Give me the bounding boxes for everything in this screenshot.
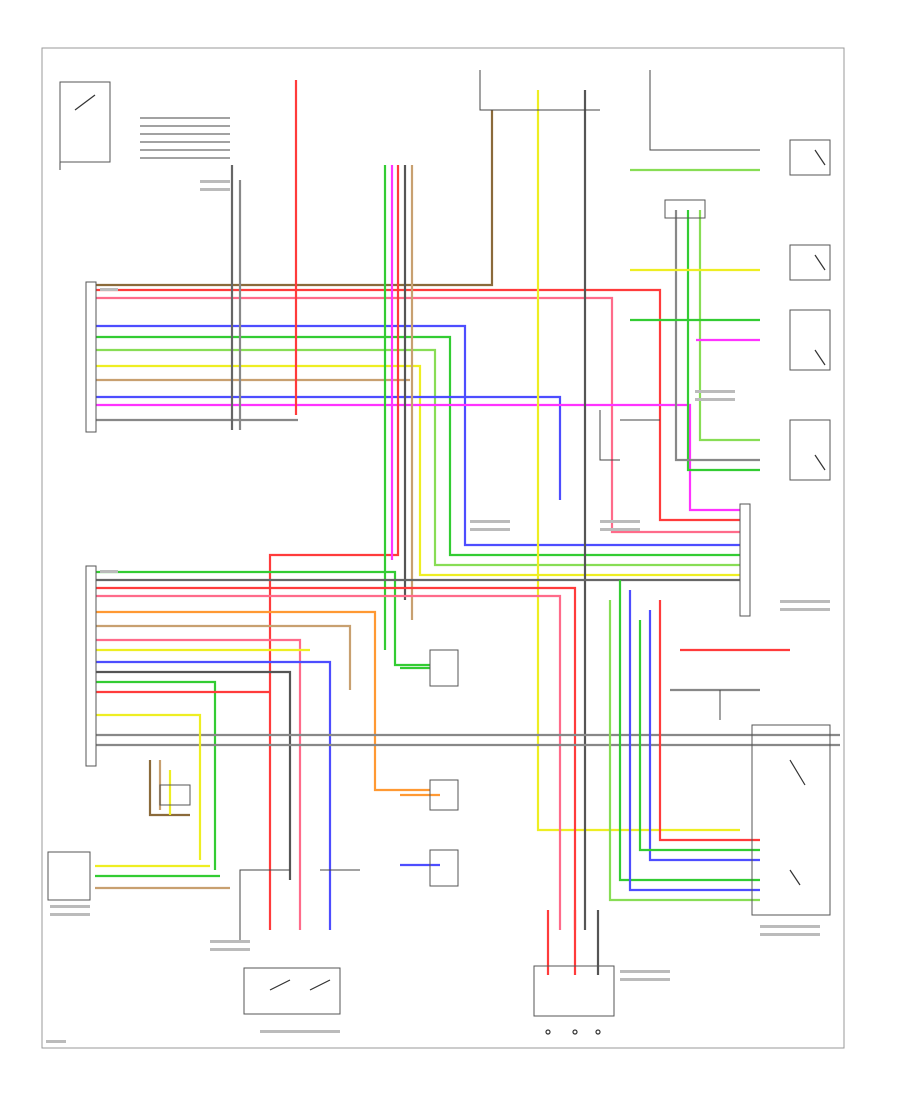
wire-red-center xyxy=(268,165,400,930)
bottom-switch-box xyxy=(243,967,341,1015)
top-left-sensor xyxy=(59,81,111,163)
module-connector xyxy=(47,851,91,901)
sensor-box-1 xyxy=(429,649,459,687)
wire-yellow-top xyxy=(536,90,740,832)
wire-red-lower xyxy=(96,586,577,930)
diagram-frame xyxy=(41,47,845,1049)
relay-box-4 xyxy=(789,419,831,481)
wire-red-lower-right xyxy=(658,600,760,842)
bottom-center-connector xyxy=(533,965,615,1017)
wire-blue-upper-2 xyxy=(96,395,562,500)
wire-blue-upper xyxy=(96,324,740,547)
relay-box-2 xyxy=(789,244,831,281)
wire-blue-lower-right-2 xyxy=(648,610,760,862)
wire-pink-lower-2 xyxy=(96,638,302,930)
wire-blue-lower xyxy=(96,660,332,930)
wire-tan-lower-1 xyxy=(96,624,352,690)
wire-green-upper-1 xyxy=(96,335,740,557)
wire-pink-upper xyxy=(96,296,740,534)
wire-brown-lower xyxy=(148,760,190,817)
wire-green-lower-right xyxy=(618,580,760,882)
label-marks xyxy=(46,180,830,1043)
upper-left-connector xyxy=(85,281,97,433)
wire-dark-lower-2 xyxy=(96,670,292,880)
wire-yellow-upper xyxy=(96,364,740,577)
small-connector-bundle xyxy=(664,199,706,219)
switch-symbols xyxy=(74,94,826,1035)
right-connector-upper xyxy=(739,503,751,617)
wire-bundles xyxy=(95,80,840,975)
relay-box-1 xyxy=(789,139,831,176)
wire-blue-lower-right xyxy=(628,590,760,892)
wire-brown-upper xyxy=(96,110,494,287)
wire-green-right-2 xyxy=(686,210,760,472)
small-connector-bottom-left xyxy=(159,784,191,806)
wire-green-lower-2 xyxy=(96,680,217,870)
bottom-right-switch-box xyxy=(751,724,831,916)
sensor-box-2 xyxy=(429,779,459,811)
wire-green-upper-2 xyxy=(96,348,740,567)
wire-orange-lower xyxy=(96,610,430,792)
wire-pink-lower xyxy=(96,594,562,930)
wire-light-green-right xyxy=(698,210,760,442)
relay-box-3 xyxy=(789,309,831,371)
lower-left-connector xyxy=(85,565,97,767)
wire-gray-right xyxy=(674,210,760,462)
thin-wires xyxy=(59,70,760,940)
wire-yellow-lower-2 xyxy=(96,713,202,860)
wire-green-lower-1 xyxy=(96,570,430,667)
wire-green-lower-right-3 xyxy=(638,620,760,852)
sensor-box-3 xyxy=(429,849,459,887)
connectors xyxy=(47,81,831,1017)
wire-green-lower-right-2 xyxy=(608,600,760,902)
